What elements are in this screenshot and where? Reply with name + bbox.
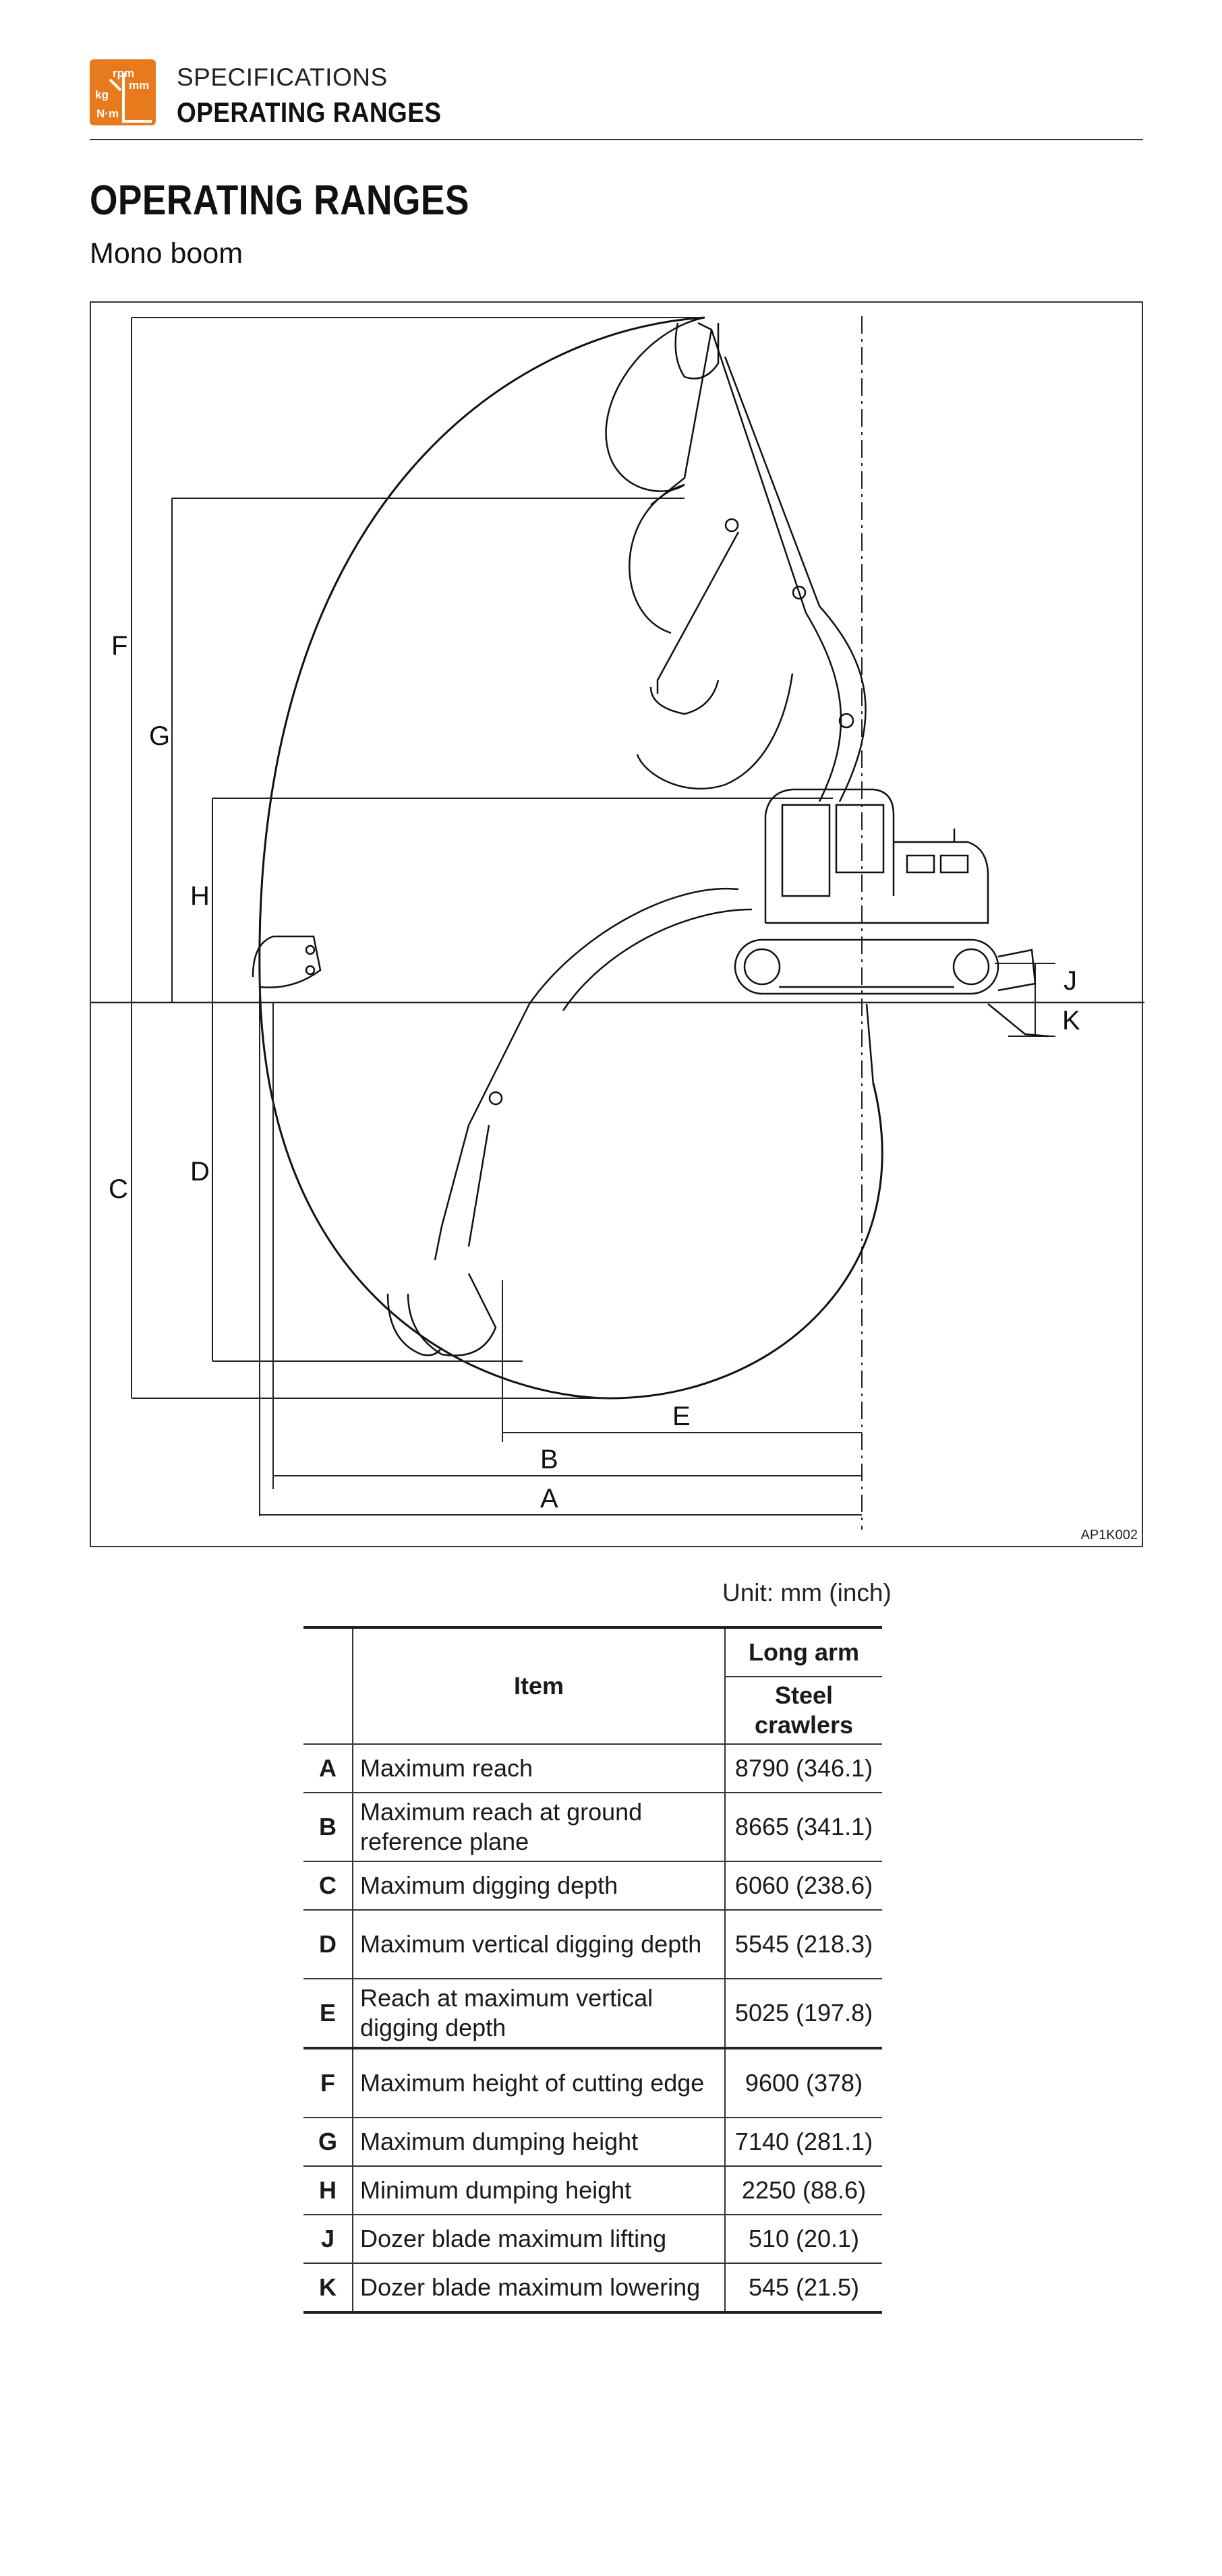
- row-key: J: [303, 2215, 353, 2264]
- row-item: Dozer blade maximum lowering: [353, 2263, 726, 2314]
- row-item: Maximum reach at ground reference plane: [353, 1793, 726, 1862]
- row-value: 5545 (218.3): [725, 1910, 882, 1979]
- row-item: Dozer blade maximum lifting: [353, 2215, 726, 2264]
- header-steel-crawlers: Steel crawlers: [725, 1677, 882, 1745]
- row-key: H: [303, 2166, 353, 2215]
- row-value: 545 (21.5): [725, 2263, 882, 2314]
- row-item: Maximum vertical digging depth: [353, 1910, 726, 1979]
- row-value: 2250 (88.6): [725, 2166, 882, 2215]
- svg-text:N·m: N·m: [96, 107, 119, 120]
- dim-label-a: A: [540, 1484, 558, 1514]
- row-key: E: [303, 1979, 353, 2049]
- header-key-cell: [303, 1626, 353, 1745]
- table-subheader-row: Steel crawlers: [303, 1677, 882, 1745]
- row-item: Maximum reach: [353, 1744, 726, 1793]
- row-item: Maximum digging depth: [353, 1861, 726, 1911]
- svg-text:kg: kg: [95, 88, 109, 101]
- page-title: OPERATING RANGES: [90, 177, 469, 224]
- dim-label-k: K: [1062, 1006, 1080, 1036]
- row-value: 7140 (281.1): [725, 2118, 882, 2167]
- dim-label-j: J: [1064, 966, 1077, 996]
- row-value: 510 (20.1): [725, 2215, 882, 2264]
- row-key: A: [303, 1744, 353, 1793]
- dim-label-g: G: [149, 721, 170, 751]
- unit-label: Unit: mm (inch): [722, 1579, 892, 1607]
- row-value: 8665 (341.1): [725, 1793, 882, 1862]
- row-value: 9600 (378): [725, 2048, 882, 2118]
- dim-label-e: E: [672, 1402, 691, 1431]
- row-item: Maximum height of cutting edge: [353, 2048, 726, 2118]
- row-value: 6060 (238.6): [725, 1861, 882, 1911]
- units-icon: rpm mm kg N·m: [90, 59, 156, 125]
- section-title: Mono boom: [90, 237, 243, 270]
- row-key: D: [303, 1910, 353, 1979]
- row-key: K: [303, 2263, 353, 2314]
- table-header-row: Item Long arm: [303, 1626, 882, 1745]
- row-key: G: [303, 2118, 353, 2167]
- row-value: 8790 (346.1): [725, 1744, 882, 1793]
- operating-range-diagram: F G H C D E B A J K AP1K002: [90, 301, 1144, 1547]
- header-item: Item: [353, 1626, 726, 1745]
- diagram-drawing: F G H C D E B A J K: [91, 316, 1144, 1530]
- row-key: C: [303, 1861, 353, 1911]
- row-key: F: [303, 2048, 353, 2118]
- diagram-code: AP1K002: [1080, 1528, 1138, 1542]
- header-section: SPECIFICATIONS: [177, 63, 388, 91]
- header-long-arm: Long arm: [725, 1626, 882, 1677]
- dim-label-f: F: [111, 631, 127, 661]
- header-divider: [90, 139, 1143, 140]
- dim-label-c: C: [109, 1174, 128, 1204]
- row-item: Reach at maximum vertical digging depth: [353, 1979, 726, 2049]
- dim-label-h: H: [190, 881, 210, 911]
- row-item: Maximum dumping height: [353, 2118, 726, 2167]
- header-title: OPERATING RANGES: [177, 96, 442, 128]
- row-value: 5025 (197.8): [725, 1979, 882, 2049]
- row-key: B: [303, 1793, 353, 1862]
- dim-label-d: D: [190, 1157, 210, 1187]
- dim-label-b: B: [540, 1445, 558, 1474]
- row-item: Minimum dumping height: [353, 2166, 726, 2215]
- svg-text:mm: mm: [129, 79, 149, 92]
